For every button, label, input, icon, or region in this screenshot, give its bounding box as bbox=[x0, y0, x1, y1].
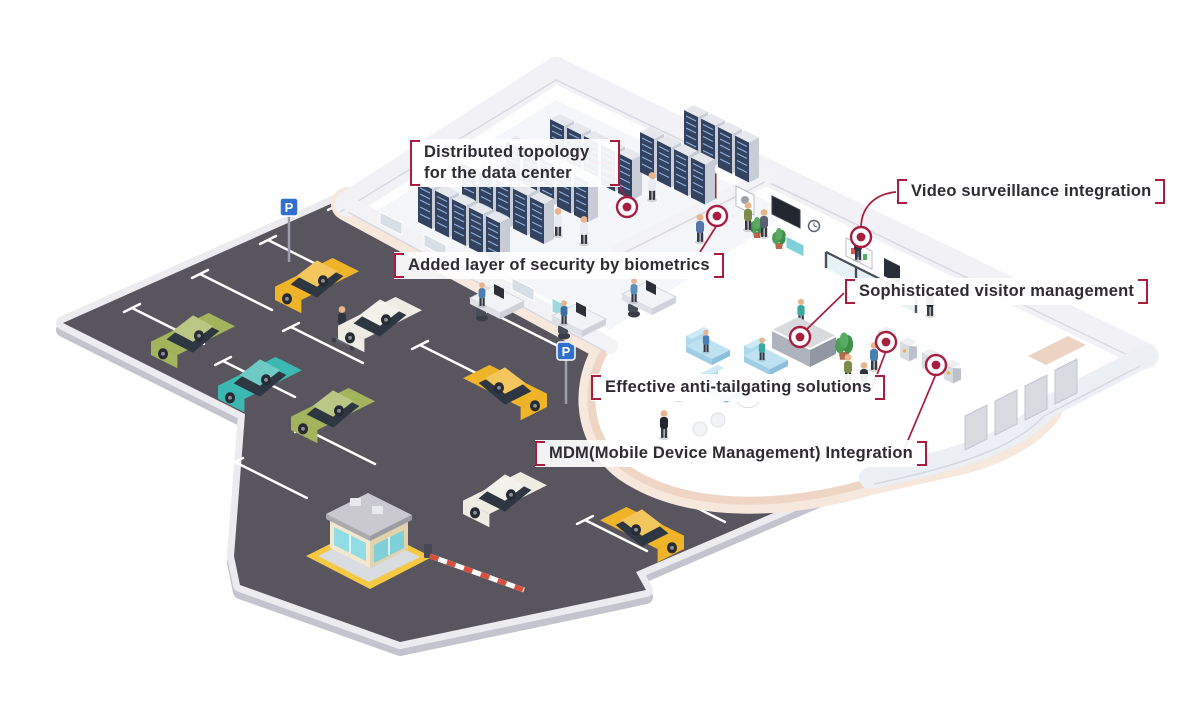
callout-biometrics: Added layer of security by biometrics bbox=[394, 252, 724, 280]
entrance-door-panels bbox=[964, 358, 1078, 451]
target-marker-video-surveillance bbox=[849, 225, 873, 249]
parking-lot: P P bbox=[56, 191, 834, 656]
callout-visitor-management: Sophisticated visitor management bbox=[845, 278, 1149, 306]
callout-text: Distributed topology for the data center bbox=[424, 143, 590, 183]
callout-anti-tailgating: Effective anti-tailgating solutions bbox=[591, 374, 886, 402]
beanbag bbox=[710, 412, 726, 428]
p-sign-icon bbox=[279, 197, 299, 217]
guard-booth bbox=[306, 493, 525, 593]
p-sign-letter: P bbox=[285, 200, 294, 215]
barrier-post bbox=[424, 544, 432, 558]
callout-text: Sophisticated visitor management bbox=[859, 282, 1135, 300]
target-marker-visitor-management bbox=[788, 325, 812, 349]
callout-text: Added layer of security by biometrics bbox=[408, 256, 710, 274]
callout-distributed-topology: Distributed topology for the data center bbox=[410, 139, 620, 188]
cabinet bbox=[785, 235, 805, 258]
entrance-mat bbox=[1028, 336, 1086, 365]
barrier-arm bbox=[429, 553, 525, 593]
callout-video-surveillance: Video surveillance integration bbox=[897, 178, 1166, 206]
parking-sign-2: P bbox=[556, 341, 576, 404]
beanbag bbox=[692, 421, 708, 437]
callout-mdm: MDM(Mobile Device Management) Integratio… bbox=[535, 440, 927, 468]
callout-text: MDM(Mobile Device Management) Integratio… bbox=[549, 444, 913, 462]
callout-text: Video surveillance integration bbox=[911, 182, 1152, 200]
target-marker-biometrics bbox=[705, 204, 729, 228]
target-marker-distributed-topology bbox=[615, 195, 639, 219]
display-panel bbox=[884, 258, 900, 284]
callout-text: Effective anti-tailgating solutions bbox=[605, 378, 872, 396]
entrance-wall bbox=[859, 345, 1157, 489]
p-sign-letter: P bbox=[562, 344, 571, 359]
target-marker-anti-tailgating bbox=[874, 330, 898, 354]
tv-screen bbox=[771, 195, 801, 229]
parking-sign-1: P bbox=[279, 197, 299, 262]
wall-decor bbox=[735, 185, 900, 284]
p-sign-icon bbox=[556, 341, 576, 361]
target-marker-mdm bbox=[924, 353, 948, 377]
pedestrians bbox=[331, 272, 523, 351]
